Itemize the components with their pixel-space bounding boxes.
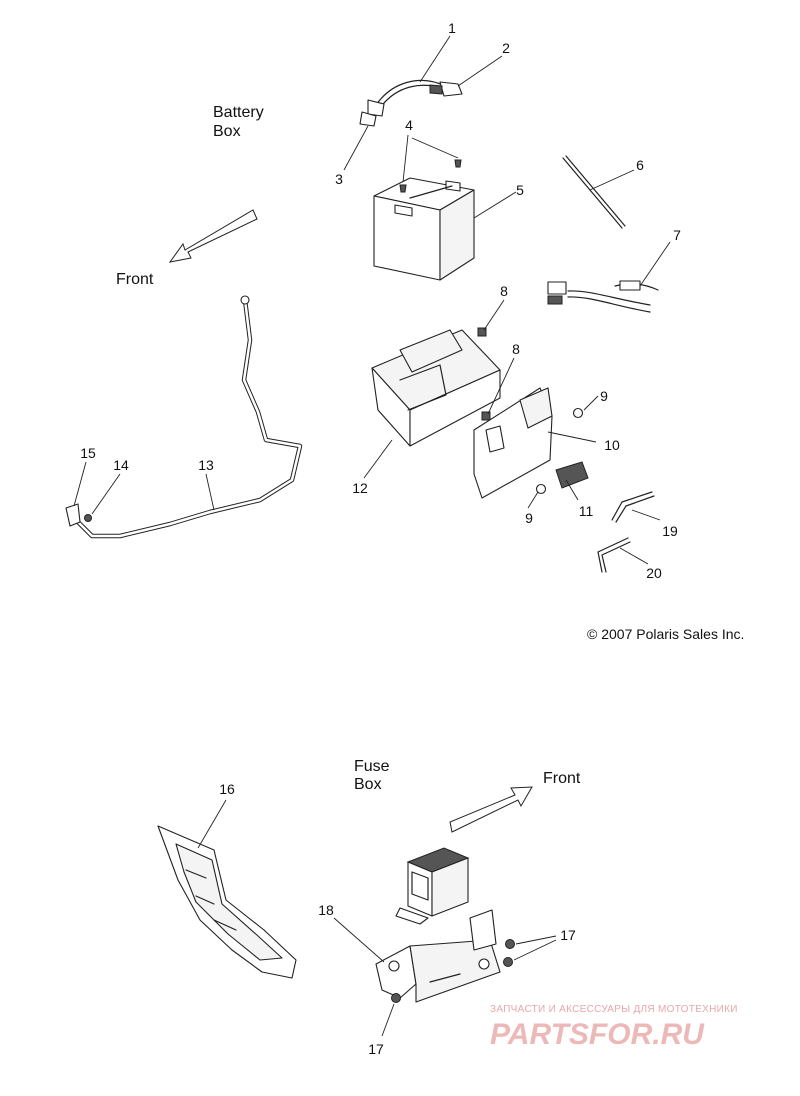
fuse-box	[395, 847, 470, 925]
terminal-boot	[429, 81, 463, 97]
connector-plug	[555, 461, 589, 489]
fuse-box-label-line1: Fuse	[354, 758, 390, 775]
front-arrow-bottom	[449, 786, 533, 833]
front-label-bottom: Front	[543, 770, 581, 787]
front-label-top: Front	[116, 271, 154, 288]
callout-7: 7	[673, 227, 681, 243]
mount-bracket	[473, 387, 553, 499]
callout-13: 13	[198, 457, 214, 473]
callout-8b: 8	[512, 341, 520, 357]
callout-3: 3	[335, 171, 343, 187]
callout-19: 19	[662, 523, 678, 539]
fuse-screws	[391, 939, 515, 1003]
fuse-box-label-line2: Box	[354, 776, 382, 793]
cable-tie	[562, 155, 626, 229]
callout-9b: 9	[525, 510, 533, 526]
callout-15: 15	[80, 445, 96, 461]
battery-bolts	[399, 159, 462, 193]
ground-cable	[73, 295, 303, 539]
copyright-text: © 2007 Polaris Sales Inc.	[587, 626, 744, 642]
callout-2: 2	[502, 40, 510, 56]
callout-16: 16	[219, 781, 235, 797]
callout-17a: 17	[560, 927, 576, 943]
callout-20: 20	[646, 565, 662, 581]
cable-boot	[65, 503, 81, 527]
fuse-wire-harness	[547, 280, 659, 313]
callout-4: 4	[405, 117, 413, 133]
battery	[373, 177, 475, 281]
watermark-tagline: ЗАПЧАСТИ И АКСЕССУАРЫ ДЛЯ МОТОТЕХНИКИ	[490, 1004, 738, 1015]
nuts	[535, 407, 584, 495]
callout-8a: 8	[500, 283, 508, 299]
allen-key-19	[611, 491, 655, 523]
callout-5: 5	[516, 182, 524, 198]
callout-10: 10	[604, 437, 620, 453]
cover-panel	[157, 825, 297, 979]
watermark-brand: PARTSFOR.RU	[490, 1018, 705, 1051]
callout-1: 1	[448, 20, 456, 36]
battery-box-label-line1: Battery	[213, 104, 264, 121]
fuse-bracket	[375, 909, 501, 1003]
allen-key-20	[597, 537, 631, 573]
battery-box-label-line2: Box	[213, 123, 241, 140]
cable-nut	[84, 514, 92, 522]
callout-9a: 9	[600, 388, 608, 404]
callout-6: 6	[636, 157, 644, 173]
battery-cable-harness	[359, 79, 447, 127]
leader-lines-bottom	[197, 799, 557, 1037]
front-arrow-top	[168, 209, 258, 263]
callout-17b: 17	[368, 1041, 384, 1057]
battery-box	[371, 329, 501, 447]
leader-lines-top	[73, 35, 671, 565]
callout-11: 11	[579, 503, 594, 519]
callout-14: 14	[113, 457, 129, 473]
callout-12: 12	[352, 480, 368, 496]
callout-18: 18	[318, 902, 334, 918]
